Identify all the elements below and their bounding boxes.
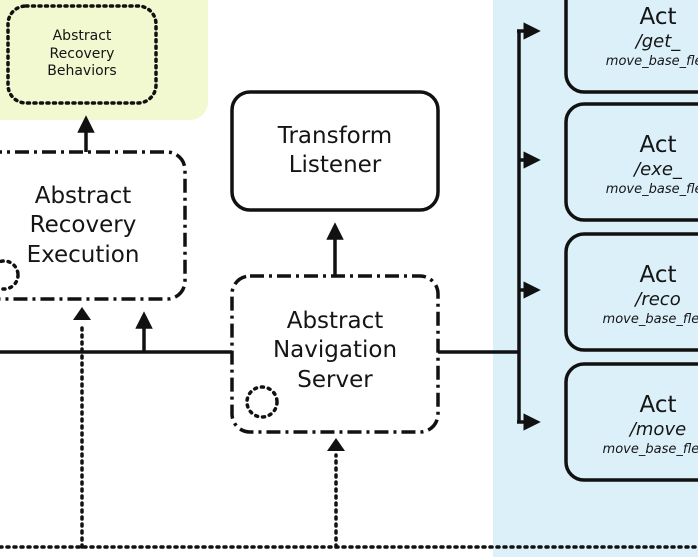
action-box-exe-path <box>564 102 698 222</box>
action-3-topic: /reco <box>635 289 681 310</box>
transform-listener-box <box>230 90 440 212</box>
action-box-move-base <box>564 362 698 482</box>
recovery-execution-line-2: Recovery <box>29 212 137 239</box>
action-2-type: move_base_flex <box>605 182 698 197</box>
navigation-server-line-2: Navigation <box>272 337 398 364</box>
recovery-behaviors-background <box>0 0 208 120</box>
abstract-recovery-behaviors-box <box>6 4 158 105</box>
recovery-behaviors-line-3: Behaviors <box>47 63 117 80</box>
navigation-server-thread-icon <box>245 385 279 419</box>
action-box-get-path <box>564 0 698 94</box>
action-1-title: Act <box>639 4 677 30</box>
action-label-2: Act /exe_ move_base_flex <box>568 131 698 199</box>
navigation-server-line-3: Server <box>297 366 373 393</box>
action-4-type: move_base_flex_ <box>602 442 698 457</box>
action-2-topic: /exe_ <box>634 159 682 180</box>
abstract-recovery-execution-box <box>0 150 187 301</box>
abstract-recovery-behaviors-label: Abstract Recovery Behaviors <box>10 8 154 101</box>
abstract-navigation-server-label: Abstract Navigation Server <box>234 290 436 412</box>
dotted-arrow-to-execution-head <box>73 307 91 320</box>
action-4-title: Act <box>639 392 677 418</box>
action-label-4: Act /move move_base_flex_ <box>568 391 698 459</box>
action-1-topic: /get_ <box>635 31 681 52</box>
action-label-3: Act /reco move_base_flex_ <box>568 261 698 329</box>
dotted-arrow-to-server-head <box>327 438 345 451</box>
action-2-title: Act <box>639 132 677 158</box>
action-3-type: move_base_flex_ <box>602 312 698 327</box>
recovery-execution-line-1: Abstract <box>34 182 132 209</box>
recovery-behaviors-line-1: Abstract <box>52 27 112 44</box>
action-1-type: move_base_flex <box>605 54 698 69</box>
navigation-server-line-1: Abstract <box>286 307 384 334</box>
action-label-1: Act /get_ move_base_flex <box>568 3 698 71</box>
action-3-title: Act <box>639 262 677 288</box>
recovery-execution-thread-icon <box>0 259 20 291</box>
transform-listener-label: Transform Listener <box>234 94 436 208</box>
action-box-recovery <box>564 232 698 352</box>
recovery-behaviors-line-2: Recovery <box>49 45 115 62</box>
transform-listener-line-1: Transform <box>277 122 393 149</box>
transform-listener-line-2: Listener <box>288 152 382 178</box>
action-4-topic: /move <box>629 419 687 440</box>
recovery-execution-line-3: Execution <box>26 241 140 268</box>
abstract-recovery-execution-label: Abstract Recovery Execution <box>0 166 166 286</box>
